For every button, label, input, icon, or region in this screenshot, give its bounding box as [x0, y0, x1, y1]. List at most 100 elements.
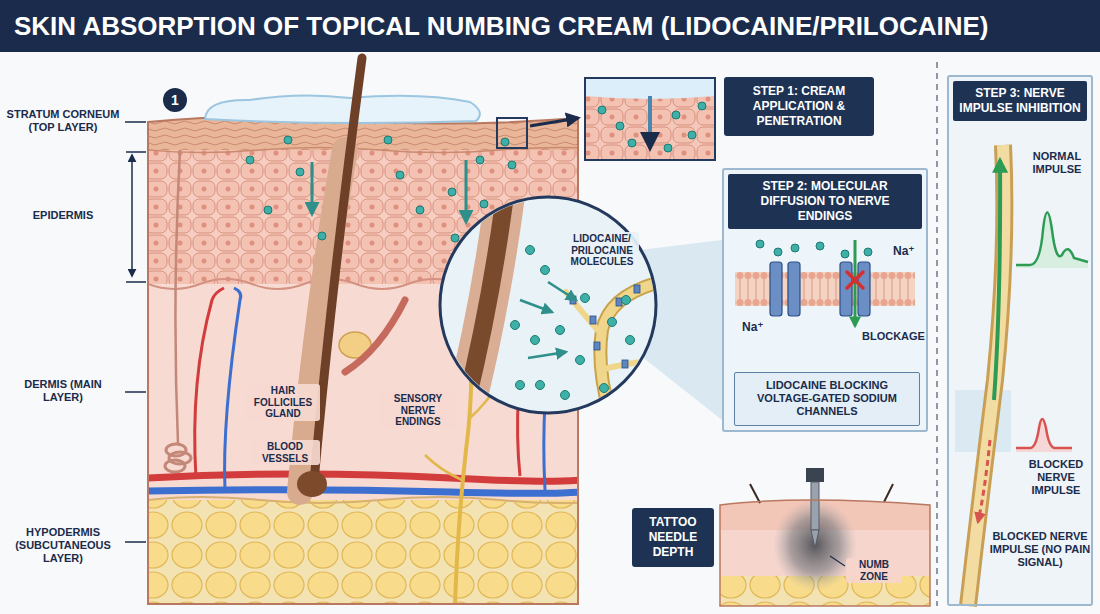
- anesthetic-molecules: [480, 200, 488, 208]
- sodium-channel-panel: [722, 168, 928, 432]
- step-panel: STEP 2: MOLECULAR DIFFUSION TO NERVE END…: [722, 168, 928, 432]
- sodium-channel-panel: [770, 262, 782, 316]
- tattoo-needle-inset: [720, 499, 930, 606]
- sodium-channel-panel: [847, 272, 863, 288]
- blood-vessels: [148, 474, 600, 481]
- step-heading: STEP 2: MOLECULAR DIFFUSION TO NERVE END…: [728, 174, 922, 229]
- layer-brackets: [125, 541, 146, 543]
- sodium-channel-panel: [847, 272, 863, 288]
- zoom-marker: [530, 118, 578, 126]
- nerve-impulse-panel: [978, 440, 990, 522]
- blood-vessels: [225, 288, 241, 490]
- hair-shaft: [297, 471, 327, 497]
- sodium-channel-panel: [722, 168, 928, 432]
- step-label-box: STEP 1: CREAM APPLICATION & PENETRATION: [724, 77, 874, 136]
- anesthetic-molecules: [451, 234, 459, 242]
- sweat-gland: [165, 150, 191, 472]
- sodium-channel-panel: [774, 248, 782, 256]
- sodium-channel-panel: [756, 240, 764, 248]
- skin-cross-section: [148, 148, 620, 153]
- sensory-nerve: [425, 455, 462, 480]
- caption-box: LIDOCAINE BLOCKING VOLTAGE-GATED SODIUM …: [734, 372, 920, 426]
- zoom-circle: [548, 282, 576, 300]
- zone-label: NUMB ZONE: [846, 558, 902, 583]
- zoom-circle: [600, 384, 609, 393]
- zoom-circle: [590, 316, 596, 324]
- structure-label: HAIR FOLLICILES GLAND: [246, 384, 320, 421]
- sweat-gland: [175, 150, 180, 444]
- zoom-circle: [622, 296, 631, 305]
- zoom-circle: [528, 352, 566, 358]
- anesthetic-molecules: [476, 156, 484, 164]
- zoom-circle: [462, 195, 660, 420]
- cream-inset: [585, 78, 715, 160]
- zoom-circle: [511, 246, 635, 400]
- structure-label: BLOOD VESSELS: [250, 440, 320, 465]
- zoom-circle: [462, 195, 505, 420]
- tattoo-needle-inset: [720, 468, 930, 606]
- cream-inset: [648, 96, 652, 148]
- zoom-circle: [600, 282, 660, 420]
- zoom-circle: [634, 285, 640, 293]
- anesthetic-molecules: [448, 188, 456, 196]
- zoom-circle: [622, 360, 628, 368]
- anesthetic-molecules: [246, 156, 254, 164]
- anesthetic-molecules: [501, 138, 509, 146]
- layer-label: DERMIS (MAIN LAYER): [3, 378, 123, 404]
- cream-inset: [598, 106, 606, 114]
- layer-brackets: [125, 121, 146, 123]
- cream-inset: [628, 139, 636, 147]
- cream-inset: [664, 144, 672, 152]
- zoom-marker: [497, 118, 578, 148]
- cream-inset: [585, 78, 715, 160]
- tattoo-needle-inset: [806, 468, 824, 482]
- anesthetic-molecules: [264, 206, 272, 214]
- anesthetic-molecules: [284, 136, 292, 144]
- skin-cross-section: [148, 497, 620, 503]
- box-text: TATTOO NEEDLE DEPTH: [638, 515, 708, 560]
- zoom-circle: [440, 197, 656, 413]
- callout-number: 1: [163, 88, 187, 112]
- impulse-label: BLOCKED NERVE IMPULSE: [1020, 458, 1092, 498]
- nerve-impulse-panel: [947, 75, 1093, 606]
- nerve-impulse-panel: [947, 75, 1093, 606]
- sweat-gland: [165, 460, 185, 472]
- zoom-circle: [531, 336, 540, 345]
- zoom-circle: [541, 266, 550, 275]
- layer-label: STRATUM CORNEUM (TOP LAYER): [3, 108, 123, 134]
- step-heading: STEP 1: CREAM APPLICATION & PENETRATION: [730, 84, 868, 129]
- tattoo-needle-inset: [720, 500, 930, 606]
- nerve-impulse-panel: [994, 160, 1000, 400]
- zoom-marker: [497, 118, 527, 148]
- cream-inset: [672, 111, 680, 119]
- diagram-title: SKIN ABSORPTION OF TOPICAL NUMBING CREAM…: [14, 11, 989, 42]
- zoom-circle: [600, 360, 660, 370]
- tattoo-needle-inset: [720, 500, 930, 606]
- tattoo-needle-inset: [750, 484, 760, 503]
- sodium-channel-panel: [841, 250, 849, 258]
- numbing-cream: [205, 95, 480, 123]
- zoom-circle: [516, 381, 525, 390]
- zoom-circle: [536, 381, 545, 390]
- zoom-circle: [581, 294, 590, 303]
- sodium-channel-panel: [735, 272, 915, 306]
- zoom-circle: [462, 195, 505, 420]
- tattoo-label-box: TATTOO NEEDLE DEPTH: [632, 508, 714, 567]
- cream-inset: [698, 102, 706, 110]
- nerve-impulse-panel: [1016, 419, 1072, 448]
- ion-label: Na⁺: [742, 320, 772, 334]
- layer-label: HYPODERMIS (SUBCUTANEOUS LAYER): [3, 526, 123, 566]
- divider-line: [937, 62, 938, 606]
- zoom-circle: [440, 195, 660, 420]
- zoom-circle: [561, 391, 570, 400]
- layer-brackets: [126, 151, 146, 153]
- layer-label: EPIDERMIS: [3, 209, 123, 222]
- structure-label: SENSORY NERVE ENDINGS: [380, 392, 456, 429]
- skin-cross-section: [148, 500, 578, 604]
- anesthetic-molecules: [416, 206, 424, 214]
- cream-inset: [585, 78, 715, 160]
- anesthetic-molecules: [508, 161, 516, 169]
- cream-inset: [616, 122, 624, 130]
- zoom-circle: [576, 356, 585, 365]
- ion-label: Na⁺: [893, 244, 923, 258]
